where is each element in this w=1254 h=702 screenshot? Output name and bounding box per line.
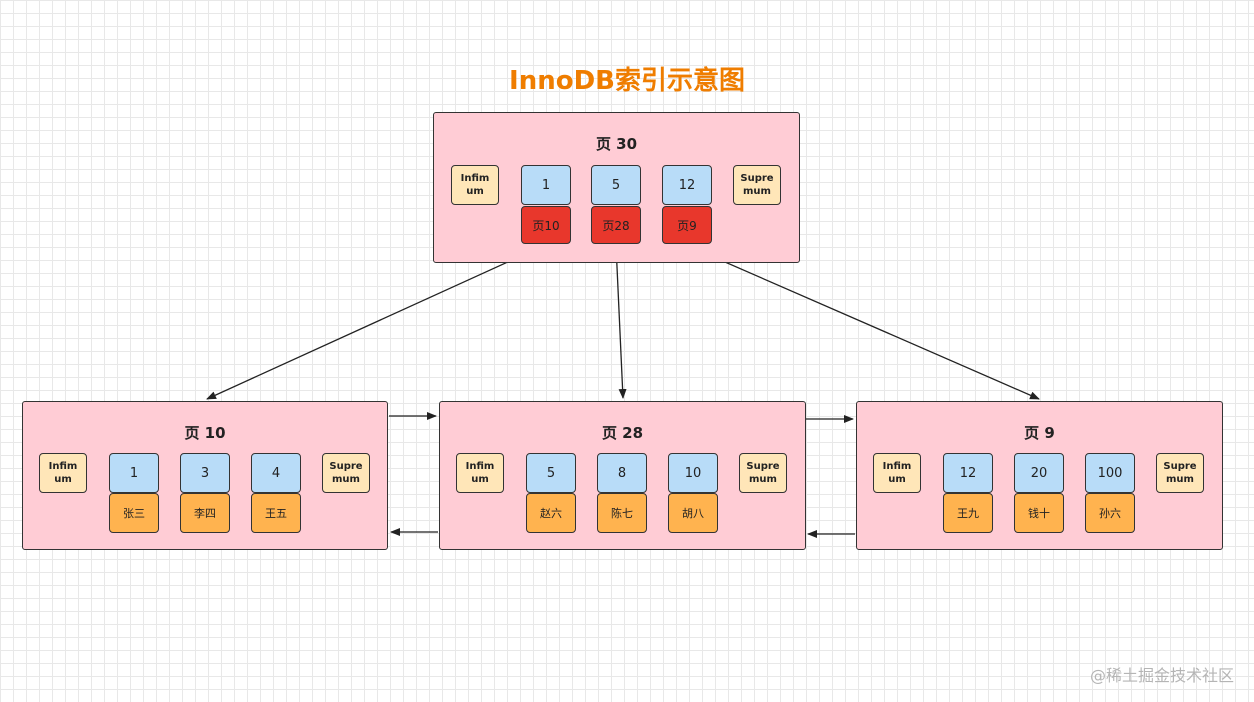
leaf-key: 1	[109, 453, 159, 493]
leaf-value: 钱十	[1014, 493, 1064, 533]
leaf-key: 20	[1014, 453, 1064, 493]
root-key-3: 12	[662, 165, 712, 205]
root-page-label: 页 30	[595, 135, 638, 153]
leaf-page-3: 页 9 Infim um 12 20 100 Supre mum 王九 钱十 孙…	[856, 401, 1223, 550]
leaf-page-label: 页 28	[601, 424, 644, 442]
supremum-record: Supre mum	[739, 453, 787, 493]
root-page: 页 30 Infim um 1 5 12 Supre mum 页10 页28 页…	[433, 112, 800, 263]
diagram-title: InnoDB索引示意图	[509, 66, 745, 96]
leaf-key: 4	[251, 453, 301, 493]
infimum-record: Infim um	[451, 165, 499, 205]
leaf-value: 陈七	[597, 493, 647, 533]
leaf-key: 3	[180, 453, 230, 493]
leaf-value: 胡八	[668, 493, 718, 533]
supremum-record: Supre mum	[322, 453, 370, 493]
leaf-value: 孙六	[1085, 493, 1135, 533]
pointer-edge-arrow	[206, 244, 546, 400]
supremum-record: Supre mum	[733, 165, 781, 205]
leaf-value: 王五	[251, 493, 301, 533]
leaf-key: 12	[943, 453, 993, 493]
root-key-1: 1	[521, 165, 571, 205]
root-pointer-2: 页28	[591, 206, 641, 244]
root-pointer-1: 页10	[521, 206, 571, 244]
leaf-value: 张三	[109, 493, 159, 533]
watermark: @稀土掘金技术社区	[1089, 666, 1234, 685]
leaf-key: 10	[668, 453, 718, 493]
leaf-key: 5	[526, 453, 576, 493]
pointer-edge-arrow	[685, 244, 1040, 400]
supremum-record: Supre mum	[1156, 453, 1204, 493]
root-pointer-3: 页9	[662, 206, 712, 244]
infimum-record: Infim um	[39, 453, 87, 493]
leaf-key: 8	[597, 453, 647, 493]
leaf-page-1: 页 10 Infim um 1 3 4 Supre mum 张三 李四 王五	[22, 401, 388, 550]
leaf-value: 王九	[943, 493, 993, 533]
leaf-page-2: 页 28 Infim um 5 8 10 Supre mum 赵六 陈七 胡八	[439, 401, 806, 550]
leaf-page-label: 页 10	[184, 424, 226, 442]
infimum-record: Infim um	[873, 453, 921, 493]
pointer-edge-arrow	[615, 244, 627, 399]
infimum-record: Infim um	[456, 453, 504, 493]
leaf-page-label: 页 9	[1024, 424, 1055, 442]
leaf-key: 100	[1085, 453, 1135, 493]
leaf-value: 赵六	[526, 493, 576, 533]
root-key-2: 5	[591, 165, 641, 205]
leaf-value: 李四	[180, 493, 230, 533]
